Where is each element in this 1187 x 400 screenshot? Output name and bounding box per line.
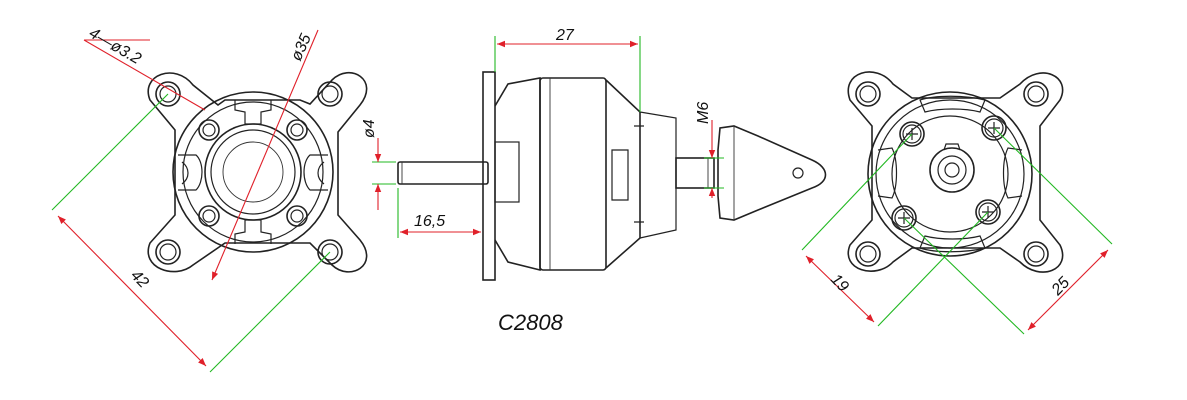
mount-span-label: 42 (127, 267, 152, 292)
thread-label: M6 (695, 102, 712, 124)
screw-spacing-19-label: 19 (827, 271, 852, 296)
rear-view (847, 71, 1064, 273)
front-view (147, 71, 368, 273)
screw-spacing-25-label: 25 (1048, 274, 1073, 299)
side-view-dims (372, 36, 724, 238)
front-view-dims (51, 29, 331, 373)
shaft-diameter-label: ø4 (361, 119, 378, 138)
side-view (397, 71, 827, 281)
rear-view-dims (801, 127, 1113, 335)
model-label: C2808 (498, 310, 564, 335)
shaft-length-label: 16,5 (414, 213, 445, 230)
length-label: 27 (555, 27, 575, 44)
